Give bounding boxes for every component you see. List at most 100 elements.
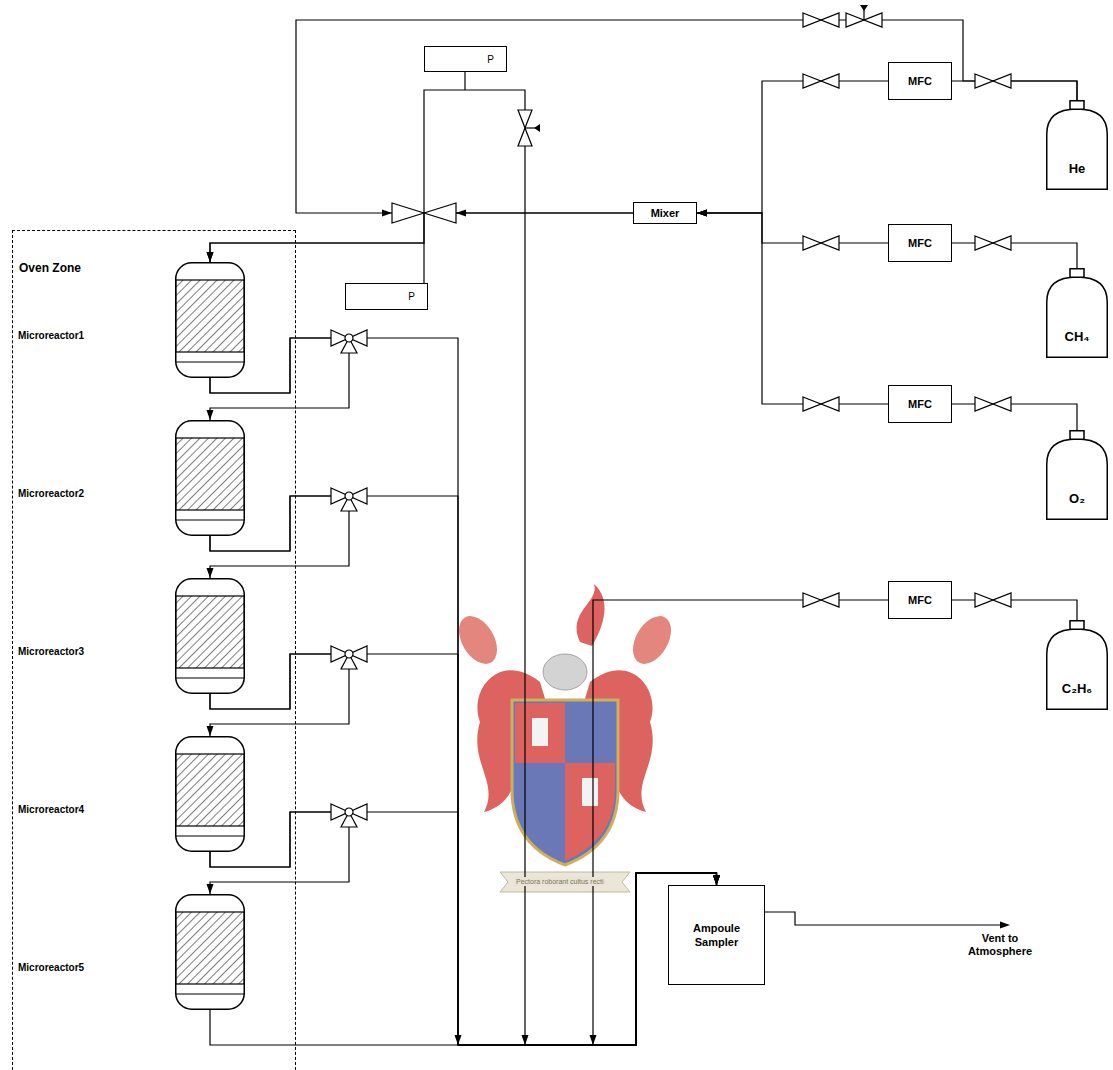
microreactor: Microreactor2 <box>175 420 245 536</box>
shutoff-valve <box>975 74 1011 88</box>
three-way-valve <box>331 330 367 353</box>
arrow-head <box>590 1035 597 1045</box>
shutoff-valve <box>803 74 839 88</box>
oven-zone: Oven ZoneMicroreactor1Microreactor2Micro… <box>12 230 296 1070</box>
catalyst-bed <box>176 438 245 510</box>
pressure-gauge: P <box>345 283 428 310</box>
pipe-line <box>697 213 888 404</box>
pipe-line <box>210 873 717 1045</box>
pipe-line <box>952 81 1077 100</box>
ampoule-sampler: Ampoule Sampler <box>668 885 765 985</box>
catalyst-bed <box>176 754 245 826</box>
cylinder-outline <box>1046 620 1108 710</box>
cylinder-outline <box>1046 100 1108 190</box>
cylinder-body <box>1047 629 1108 709</box>
needle-valve <box>518 110 540 146</box>
crest-scroll <box>500 872 630 892</box>
pressure-gauge: P <box>424 46 507 72</box>
process-box: MFC <box>888 581 952 619</box>
pipe-line <box>697 213 888 243</box>
pipe-line <box>210 338 717 1045</box>
arrow-head <box>456 210 466 217</box>
node-label: Mixer <box>651 207 680 219</box>
node-label: MFC <box>908 75 932 87</box>
shutoff-valve <box>803 13 839 27</box>
crest-plume <box>577 584 605 646</box>
vessel-band <box>176 835 245 836</box>
vessel-outline <box>176 895 245 1010</box>
crest-quarter <box>515 703 565 763</box>
catalyst-bed <box>176 596 245 668</box>
arrow-head <box>382 210 392 217</box>
gas-cylinder: He <box>1046 100 1108 190</box>
cylinder-neck <box>1070 269 1084 278</box>
gauge-tap-line <box>464 72 465 90</box>
shutoff-valve <box>803 593 839 607</box>
inlet-valve <box>392 203 456 223</box>
vessel-band <box>176 993 245 994</box>
node-label: P <box>408 291 415 302</box>
shutoff-valve <box>975 593 1011 607</box>
cylinder-neck <box>1070 101 1084 110</box>
pipe-line <box>210 812 717 1045</box>
shutoff-valve <box>803 397 839 411</box>
crest-tower <box>532 718 548 746</box>
three-way-valve <box>331 488 367 511</box>
reactor-vessel <box>175 894 245 1010</box>
node-label: P <box>487 54 494 65</box>
cylinder-outline <box>1046 430 1108 520</box>
needle-valve <box>846 5 882 27</box>
pipe-line <box>697 81 888 213</box>
process-box: MFC <box>888 385 952 423</box>
crest-tower <box>582 778 598 806</box>
cylinder-body <box>1047 439 1108 519</box>
arrow-head <box>522 1035 529 1045</box>
catalyst-bed <box>176 280 245 352</box>
node-label: Microreactor5 <box>18 962 84 973</box>
university-crest <box>451 584 679 892</box>
shutoff-valve <box>975 397 1011 411</box>
three-way-valve <box>331 804 367 827</box>
vent-line <box>765 912 1002 925</box>
gas-cylinder: CH₄ <box>1046 268 1108 358</box>
node-label: Microreactor2 <box>18 488 84 499</box>
microreactor: Microreactor5 <box>175 894 245 1010</box>
vessel-band <box>176 519 245 520</box>
shutoff-valve <box>803 236 839 250</box>
shutoff-valve <box>975 236 1011 250</box>
pipe-line <box>952 600 1077 620</box>
vent-label: Vent to Atmosphere <box>958 932 1042 958</box>
pipe-line <box>593 600 888 1045</box>
three-way-valve <box>331 646 367 669</box>
process-box: MFC <box>888 62 952 100</box>
catalyst-bed <box>176 912 245 984</box>
process-box: MFC <box>888 224 952 262</box>
pipe-line <box>210 213 633 262</box>
pipe-line <box>210 496 717 1045</box>
pipe-line <box>952 243 1077 268</box>
microreactor: Microreactor1 <box>175 262 245 378</box>
process-box: Mixer <box>633 202 697 224</box>
node-label: He <box>1046 161 1108 176</box>
crest-leaf <box>451 609 505 670</box>
cylinder-neck <box>1070 431 1084 440</box>
node-label: Microreactor1 <box>18 330 84 341</box>
reactor-vessel <box>175 578 245 694</box>
reactor-vessel <box>175 736 245 852</box>
node-label: C₂H₆ <box>1046 681 1108 696</box>
node-label: O₂ <box>1046 491 1108 506</box>
crest-helmet <box>543 654 587 690</box>
node-label: Ampoule Sampler <box>683 921 750 949</box>
node-label: MFC <box>908 237 932 249</box>
node-label: MFC <box>908 594 932 606</box>
pipe-line <box>952 404 1077 430</box>
vessel-band <box>176 361 245 362</box>
vessel-outline <box>176 421 245 536</box>
crest-leaf <box>625 609 679 670</box>
cylinder-outline <box>1046 268 1108 358</box>
